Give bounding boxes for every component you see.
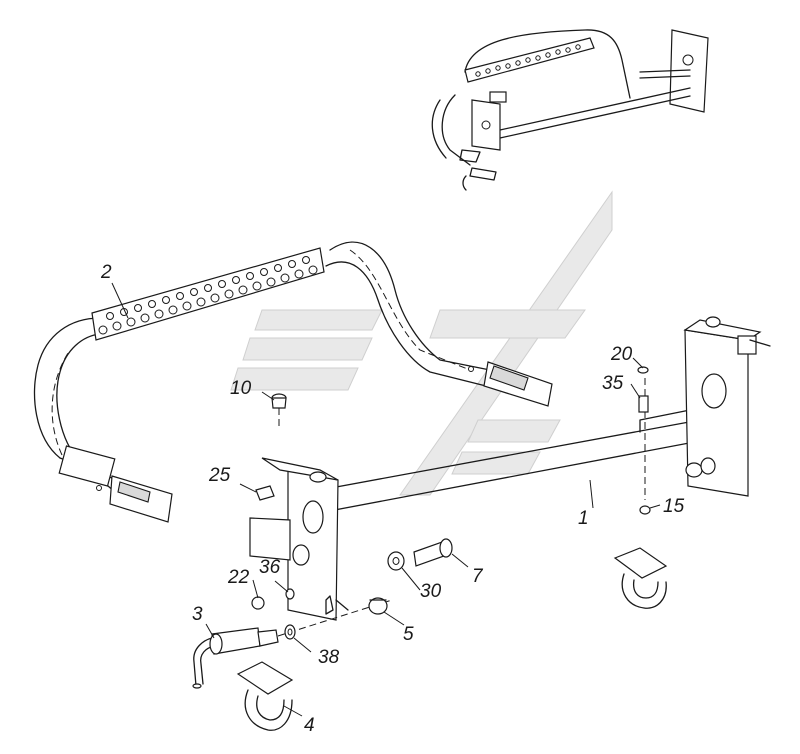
part-38-washer bbox=[284, 624, 296, 640]
part-4-clip bbox=[236, 661, 294, 731]
step-plate-holes bbox=[98, 256, 318, 335]
part-35-spring bbox=[638, 395, 649, 413]
callout-3: 3 bbox=[192, 604, 203, 625]
fasteners bbox=[251, 366, 651, 640]
part-22-nut bbox=[251, 596, 265, 610]
part-4-clip-right bbox=[613, 547, 668, 609]
part-1-bracket-assembly bbox=[249, 316, 771, 621]
callout-36: 36 bbox=[259, 557, 281, 578]
callout-25: 25 bbox=[208, 465, 231, 486]
part-36-washer bbox=[285, 588, 295, 600]
part-3-latch-pin bbox=[192, 599, 393, 689]
part-25-nut bbox=[255, 485, 275, 501]
part-2-step-plate bbox=[91, 247, 325, 341]
callout-4: 4 bbox=[304, 715, 315, 736]
callout-20: 20 bbox=[610, 344, 633, 365]
leader-lines bbox=[111, 282, 661, 717]
part-10-bolt bbox=[271, 393, 287, 428]
callout-30: 30 bbox=[420, 581, 442, 602]
part-20-washer bbox=[637, 366, 649, 374]
callout-35: 35 bbox=[602, 373, 624, 394]
callout-1: 1 bbox=[578, 508, 589, 529]
part-15-pin bbox=[639, 378, 651, 515]
callout-22: 22 bbox=[227, 567, 250, 588]
callout-10: 10 bbox=[230, 378, 252, 399]
callout-labels: 1 2 3 4 5 7 10 15 20 22 25 30 35 36 38 bbox=[100, 262, 685, 736]
inset-step-holes bbox=[475, 44, 581, 77]
callout-5: 5 bbox=[403, 624, 414, 645]
part-5-bushing bbox=[368, 597, 388, 615]
callout-15: 15 bbox=[663, 496, 685, 517]
part-2-step-tube bbox=[33, 241, 553, 523]
part-30-washer bbox=[387, 551, 405, 571]
assembly-inset-view bbox=[431, 29, 709, 191]
callout-7: 7 bbox=[472, 566, 484, 587]
part-7-bolt bbox=[413, 538, 453, 567]
callout-38: 38 bbox=[318, 647, 340, 668]
watermark-logo bbox=[230, 190, 613, 496]
callout-2: 2 bbox=[100, 262, 112, 283]
